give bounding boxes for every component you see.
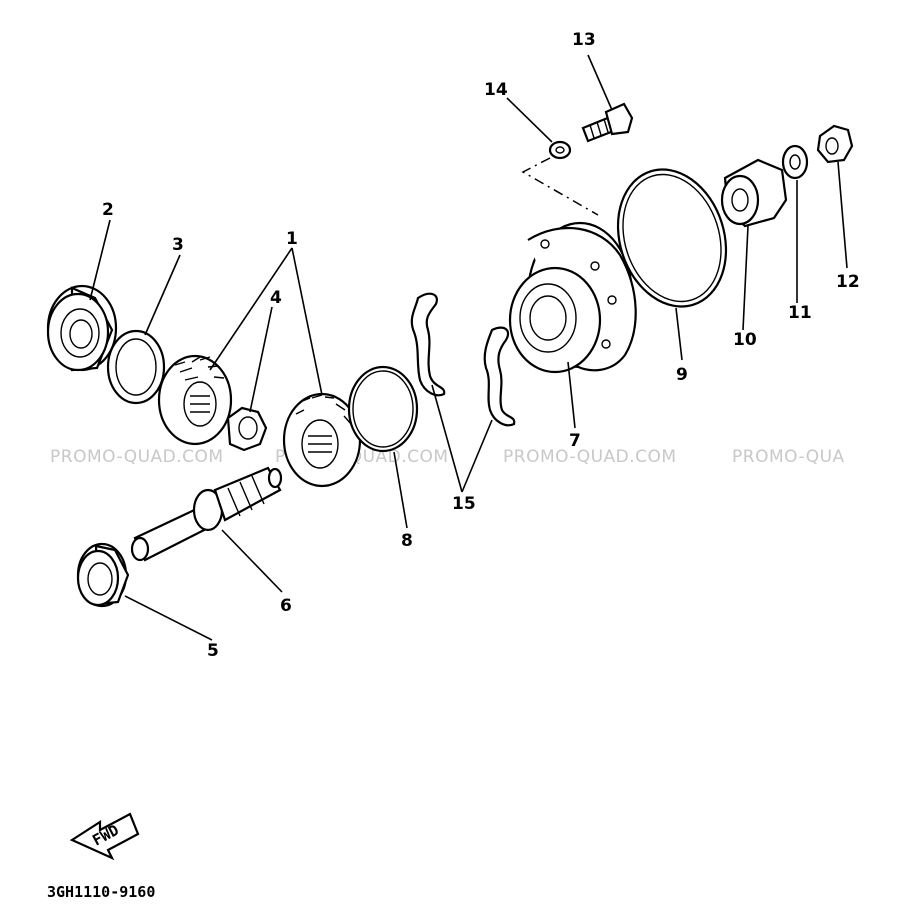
callout-4: 4 [270,288,282,308]
callout-14: 14 [484,80,508,100]
callout-12: 12 [836,272,860,292]
callout-2: 2 [102,200,114,220]
part-1-bevel-gear-left[interactable] [157,354,233,446]
callout-9: 9 [676,365,688,385]
callout-15: 15 [452,494,476,514]
forward-direction-badge: FWD [69,812,140,861]
watermark-text: PROMO-QUAD.COM [50,447,224,467]
callout-8: 8 [401,531,413,551]
part-6-shaft[interactable] [130,466,283,562]
callout-1: 1 [286,229,298,249]
part-1-bevel-gear-right[interactable] [282,392,362,488]
watermark-text: PROMO-QUA [732,447,845,467]
callout-11: 11 [788,303,812,323]
install-path-line [521,157,599,216]
part-7-housing[interactable] [508,221,637,374]
callout-7: 7 [569,431,581,451]
leader-lines [89,54,848,641]
part-3-washer[interactable] [106,329,166,405]
callout-10: 10 [733,330,757,350]
part-13-bolt[interactable] [581,102,634,143]
part-15-clip-left[interactable] [410,292,446,397]
watermark-text: PROMO-QUAD.COM [503,447,677,467]
part-12-nut[interactable] [816,124,854,164]
callout-13: 13 [572,30,596,50]
callout-5: 5 [207,641,219,661]
diagram-code: 3GH1110-9160 [47,883,155,901]
callout-6: 6 [280,596,292,616]
part-10-coupler[interactable] [720,158,788,228]
part-14-washer[interactable] [548,140,572,160]
part-8-o-ring[interactable] [347,365,419,453]
callout-3: 3 [172,235,184,255]
part-11-washer[interactable] [781,144,809,180]
part-2-bearing[interactable] [46,284,118,372]
part-4-nut[interactable] [226,406,268,452]
part-15-clip-right[interactable] [483,326,516,427]
part-9-o-ring-large[interactable] [601,155,743,320]
part-5-bearing[interactable] [76,542,130,608]
